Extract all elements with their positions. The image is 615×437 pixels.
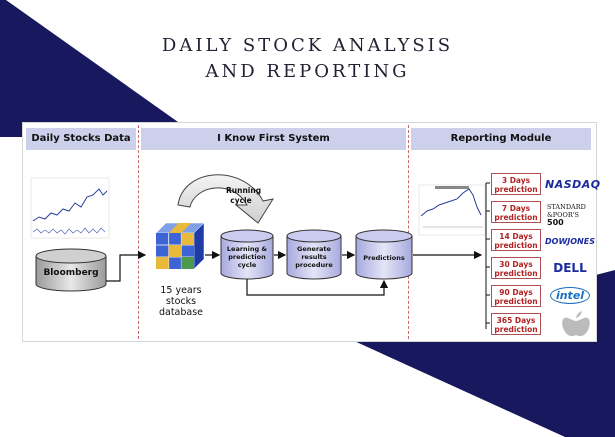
generate-label-line-3: procedure — [295, 261, 333, 269]
prediction-days: 7 Days — [501, 204, 531, 213]
stock-chart-thumbnail-left — [30, 177, 110, 239]
prediction-box-7-days: 7 Days prediction — [491, 201, 541, 223]
section-header-system: I Know First System — [141, 128, 406, 150]
diagram-graphics — [30, 174, 590, 337]
running-cycle-line-1: Running — [226, 186, 262, 195]
prediction-label: prediction — [494, 297, 538, 306]
divider-right — [408, 125, 409, 339]
prediction-days: 90 Days — [499, 288, 533, 297]
navy-triangle-top-left — [0, 0, 178, 137]
generate-label-line-1: Generate — [297, 245, 331, 253]
predictions-cylinder — [355, 229, 413, 280]
prediction-label: prediction — [494, 241, 538, 250]
prediction-box-14-days: 14 Days prediction — [491, 229, 541, 251]
running-cycle-arrow — [177, 174, 275, 224]
learning-label-line-2: prediction — [228, 253, 266, 261]
prediction-box-365-days: 365 Days prediction — [491, 313, 541, 335]
prediction-days: 365 Days — [496, 316, 536, 325]
learning-cycle-cylinder — [220, 229, 274, 280]
running-cycle-label: Running cycle — [226, 186, 262, 206]
generate-results-cylinder — [286, 229, 342, 280]
section-header-reporting: Reporting Module — [411, 128, 591, 150]
page-title-line-1: DAILY STOCK ANALYSIS — [161, 35, 454, 56]
arrow-source-to-database — [106, 250, 147, 282]
generate-label-line-2: results — [301, 253, 327, 261]
prediction-days: 30 Days — [499, 260, 533, 269]
bloomberg-label: Bloomberg — [43, 268, 99, 278]
prediction-label: prediction — [494, 325, 538, 334]
learning-label-line-3: cycle — [237, 261, 257, 269]
database-label-line-2: stocks — [165, 296, 197, 307]
apple-logo-icon — [562, 311, 590, 337]
intel-logo-text: intel — [549, 287, 591, 304]
learning-cycle-label: Learning & prediction cycle — [221, 245, 273, 269]
bloomberg-database-icon — [35, 248, 107, 292]
stocks-database-cube-icon — [155, 222, 205, 270]
generate-results-label: Generate results procedure — [287, 245, 341, 269]
database-label: 15 years stocks database — [151, 285, 211, 318]
sp500-logo-line-1: STANDARD — [547, 203, 586, 211]
database-label-line-3: database — [158, 307, 204, 318]
prediction-label: prediction — [494, 185, 538, 194]
page-title-line-2: AND REPORTING — [205, 61, 410, 82]
prediction-box-3-days: 3 Days prediction — [491, 173, 541, 195]
sp500-logo-line-2: &POOR'S 500 — [547, 211, 597, 227]
learning-label-line-1: Learning & — [226, 245, 268, 253]
arrow-feedback-loop — [246, 279, 389, 296]
prediction-days: 14 Days — [499, 232, 533, 241]
intel-logo: intel — [545, 287, 595, 304]
dowjones-logo: DOWJONES — [545, 237, 595, 246]
running-cycle-line-2: cycle — [230, 196, 252, 205]
divider-left — [138, 125, 139, 339]
reporting-bracket — [485, 182, 490, 329]
prediction-label: prediction — [494, 269, 538, 278]
sp500-logo: STANDARD &POOR'S 500 — [547, 203, 597, 227]
process-diagram: Daily Stocks Data I Know First System Re… — [22, 122, 601, 342]
prediction-box-90-days: 90 Days prediction — [491, 285, 541, 307]
sp500-logo-name: &POOR'S — [547, 211, 579, 219]
dell-logo: DELL — [553, 261, 587, 275]
prediction-days: 3 Days — [501, 176, 531, 185]
sp500-logo-number: 500 — [547, 218, 564, 227]
nasdaq-logo: NASDAQ — [545, 178, 601, 191]
database-label-line-1: 15 years — [160, 285, 202, 296]
predictions-label: Predictions — [363, 254, 405, 262]
prediction-box-30-days: 30 Days prediction — [491, 257, 541, 279]
section-header-data: Daily Stocks Data — [26, 128, 136, 150]
stock-chart-thumbnail-right — [418, 184, 486, 236]
prediction-label: prediction — [494, 213, 538, 222]
